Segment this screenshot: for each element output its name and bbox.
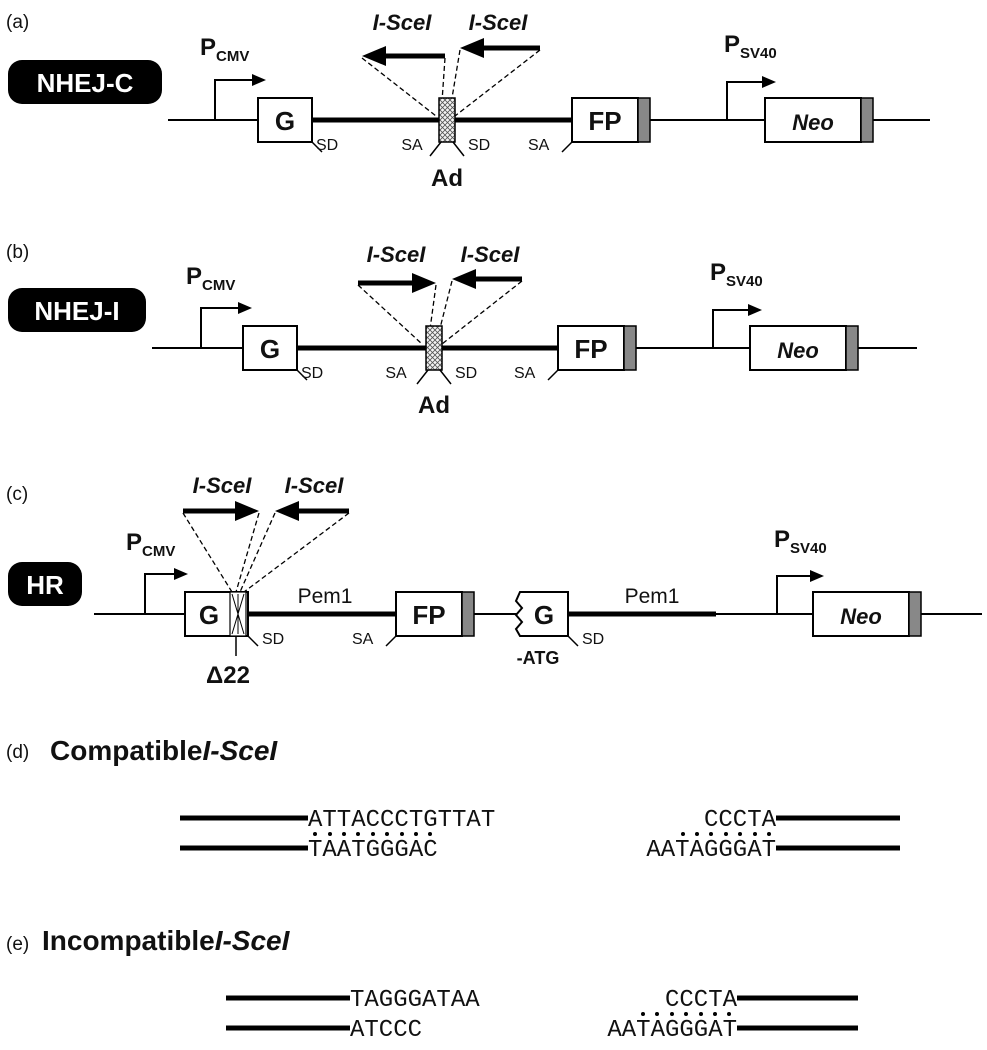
- splice-donor-label: SD: [468, 137, 490, 154]
- polya-block: [623, 325, 637, 371]
- isce-site-right-label: I-SceI: [469, 10, 529, 35]
- splice-acceptor-label: SA: [401, 137, 423, 154]
- seq-bottom-right: AATAGGGAT: [646, 837, 776, 864]
- neo-gene: [812, 591, 910, 637]
- site-dashed-guides: [182, 512, 350, 593]
- adapter-label: Ad: [431, 165, 463, 192]
- badge-nhej-c-label: NHEJ-C: [37, 68, 134, 98]
- site-left-arrow-icon: [362, 46, 386, 66]
- badge-nhej-i: [8, 288, 146, 332]
- splice-donor-label: SD: [455, 365, 477, 382]
- seq-top-right: CCCTA: [665, 987, 738, 1014]
- promoter-cmv-arrow: [144, 573, 184, 614]
- isce-site-left-label: I-SceI: [367, 242, 427, 267]
- promoter-cmv-label: PCMV: [126, 529, 175, 560]
- promoter-cmv-label: PCMV: [200, 34, 249, 65]
- promoter-sv40-label: PSV40: [710, 259, 763, 290]
- isce-site-left-label: I-SceI: [193, 473, 253, 498]
- isce-site-right-label: I-SceI: [285, 473, 345, 498]
- badge-hr: [8, 562, 82, 606]
- isce-site-left-label: I-SceI: [373, 10, 433, 35]
- panel-c-tag: (c): [6, 484, 28, 505]
- promoter-arrowhead-icon: [238, 302, 252, 314]
- site-right-arrow-icon: [452, 269, 476, 289]
- neo-gene-label: Neo: [777, 338, 819, 363]
- neo-gene-label: Neo: [792, 110, 834, 135]
- panel-d-tag: (d): [6, 742, 29, 763]
- panel-e-tag: (e): [6, 934, 29, 955]
- exon-fp-label: FP: [574, 334, 607, 364]
- promoter-sv40-arrow: [776, 575, 820, 614]
- site-left-arrow-icon: [235, 501, 259, 521]
- adapter-label: Ad: [418, 392, 450, 419]
- promoter-sv40-arrow: [712, 309, 758, 348]
- promoter-arrowhead-icon: [810, 570, 824, 582]
- promoter-arrowhead-icon: [174, 568, 188, 580]
- polya-block: [637, 97, 651, 143]
- atg-deletion-label: -ATG: [517, 648, 560, 668]
- site-right-arrow-icon: [460, 38, 484, 58]
- panel-a: (a) NHEJ-C PCMV G SD I-SceI I-SceI: [6, 10, 930, 192]
- seq-top-right: CCCTA: [704, 807, 777, 834]
- splice-acceptor-label: SA: [352, 631, 374, 648]
- exon-g-label: G: [199, 600, 219, 630]
- exon-fp-label: FP: [412, 600, 445, 630]
- pem1-label-left: Pem1: [298, 585, 353, 608]
- promoter-sv40-arrow: [726, 81, 772, 120]
- adapter-block: [438, 97, 456, 143]
- badge-nhej-c: [8, 60, 162, 104]
- panel-e-title: IncompatibleI-SceI: [42, 925, 291, 956]
- splice-acceptor-label: SA: [528, 137, 550, 154]
- splice-acceptor-label: SA: [514, 365, 536, 382]
- seq-bottom-right: AATAGGGAT: [607, 1017, 737, 1044]
- seq-top-left: ATTACCCTGTTAT: [308, 807, 495, 834]
- pem1-label-right: Pem1: [625, 585, 680, 608]
- base-pair-dots: [313, 832, 771, 836]
- exon-fp: [557, 325, 625, 371]
- splice-donor-label: SD: [301, 365, 323, 382]
- adapter-block: [425, 325, 443, 371]
- panel-b: (b) NHEJ-I PCMV G SD I-SceI I-SceI SA SD…: [6, 242, 917, 419]
- panel-c: (c) HR PCMV G SD Δ22 I-SceI I-SceI Pem1: [6, 473, 982, 689]
- promoter-arrowhead-icon: [252, 74, 266, 86]
- splice-acceptor-label: SA: [385, 365, 407, 382]
- exon-g-truncated-label: G: [534, 600, 554, 630]
- promoter-arrowhead-icon: [762, 76, 776, 88]
- promoter-sv40-label: PSV40: [724, 31, 777, 62]
- exon-g-label: G: [260, 334, 280, 364]
- neo-gene: [749, 325, 847, 371]
- site-left-arrow-icon: [412, 273, 436, 293]
- deletion-label: Δ22: [206, 662, 250, 689]
- badge-nhej-i-label: NHEJ-I: [34, 296, 119, 326]
- panel-a-tag: (a): [6, 12, 29, 33]
- seq-top-left: TAGGGATAA: [350, 987, 480, 1014]
- exon-g: [242, 325, 298, 371]
- exon-g-label: G: [275, 106, 295, 136]
- promoter-cmv-arrow: [200, 307, 248, 348]
- splice-donor-label: SD: [582, 631, 604, 648]
- panel-e: (e) IncompatibleI-SceI TAGGGATAA ATCCC C…: [6, 925, 858, 1044]
- panel-d: (d) CompatibleI-SceI ATTACCCTGTTAT TAATG…: [6, 735, 900, 864]
- promoter-arrowhead-icon: [748, 304, 762, 316]
- site-right-arrow-icon: [275, 501, 299, 521]
- seq-bottom-left: ATCCC: [350, 1017, 422, 1044]
- isce-site-right-label: I-SceI: [461, 242, 521, 267]
- panel-d-title: CompatibleI-SceI: [50, 735, 278, 766]
- splice-donor-label: SD: [262, 631, 284, 648]
- promoter-sv40-label: PSV40: [774, 526, 827, 557]
- splice-donor-label: SD: [316, 137, 338, 154]
- exon-g-truncated: [514, 591, 569, 637]
- panel-b-tag: (b): [6, 242, 29, 263]
- seq-bottom-left: TAATGGGAC: [308, 837, 438, 864]
- promoter-cmv-label: PCMV: [186, 263, 235, 294]
- base-pair-dots: [641, 1012, 731, 1016]
- badge-hr-label: HR: [26, 570, 64, 600]
- promoter-cmv-arrow: [214, 79, 262, 120]
- polya-block: [461, 591, 475, 637]
- neo-gene-label: Neo: [840, 604, 882, 629]
- exon-g: [257, 97, 313, 143]
- exon-fp-label: FP: [588, 106, 621, 136]
